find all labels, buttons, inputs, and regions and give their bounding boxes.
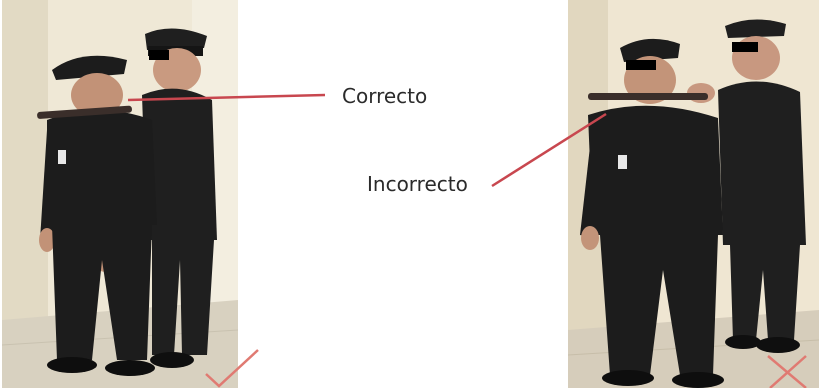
pointer-line-correct — [127, 93, 326, 102]
photo-correct-technique — [2, 0, 238, 388]
check-mark-icon — [205, 349, 259, 388]
officer-front — [39, 55, 157, 376]
pointer-line-incorrect — [491, 112, 607, 188]
officer-behind — [142, 28, 217, 368]
officer-behind — [687, 19, 806, 353]
x-mark-icon — [767, 355, 807, 388]
officer-front — [580, 38, 724, 388]
label-correct: Correcto — [342, 84, 428, 108]
photo-incorrect-technique — [568, 0, 819, 388]
label-incorrect: Incorrecto — [367, 172, 468, 196]
